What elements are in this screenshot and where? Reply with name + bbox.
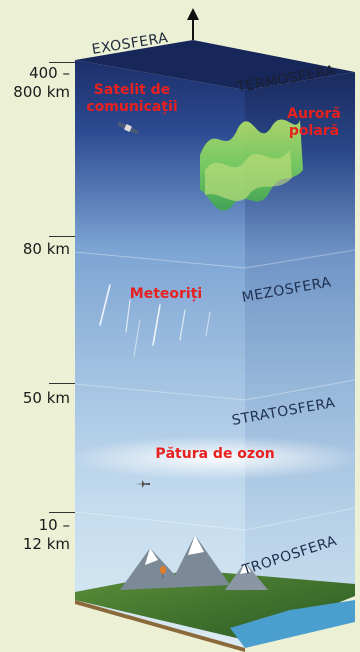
altitude-label-80km: 80 km bbox=[22, 240, 70, 258]
column-front-face bbox=[75, 60, 245, 648]
label-satellite: Satelit de comunicații bbox=[80, 82, 184, 116]
ozone-layer-band bbox=[65, 436, 360, 480]
tick-top bbox=[49, 62, 75, 63]
tick-50km bbox=[49, 383, 75, 384]
column-top-face bbox=[75, 40, 355, 90]
altitude-top-line1: 400 – bbox=[29, 64, 70, 82]
ground-front-face bbox=[75, 600, 245, 652]
sea-surface bbox=[230, 600, 355, 648]
layer-boundaries bbox=[74, 249, 356, 531]
altitude-top-line2: 800 km bbox=[13, 83, 70, 101]
meteor-streaks bbox=[99, 284, 211, 357]
label-aurora: Auroră polară bbox=[284, 106, 344, 140]
tick-tropopause bbox=[49, 512, 75, 513]
label-aurora-line2: polară bbox=[288, 123, 340, 139]
label-satellite-line1: Satelit de bbox=[93, 82, 171, 98]
altitude-label-50km: 50 km bbox=[22, 389, 70, 407]
tick-80km bbox=[49, 236, 75, 237]
mountains bbox=[120, 535, 268, 590]
aurora-curtain bbox=[200, 119, 303, 211]
exosphere-arrow bbox=[187, 8, 199, 40]
altitude-tropo-line1: 10 – bbox=[38, 516, 70, 534]
column-side-face bbox=[245, 72, 355, 648]
label-satellite-line2: comunicații bbox=[86, 99, 178, 115]
label-aurora-line1: Auroră bbox=[287, 106, 341, 122]
balloon-icon bbox=[160, 566, 166, 578]
label-ozone: Pătura de ozon bbox=[155, 446, 275, 462]
altitude-label-tropopause: 10 – 12 km bbox=[0, 516, 70, 554]
satellite-icon bbox=[117, 121, 139, 135]
airplane-icon bbox=[136, 480, 150, 488]
label-meteors: Meteoriți bbox=[129, 286, 203, 302]
altitude-label-top: 400 – 800 km bbox=[0, 64, 70, 102]
altitude-tropo-line2: 12 km bbox=[22, 535, 70, 553]
